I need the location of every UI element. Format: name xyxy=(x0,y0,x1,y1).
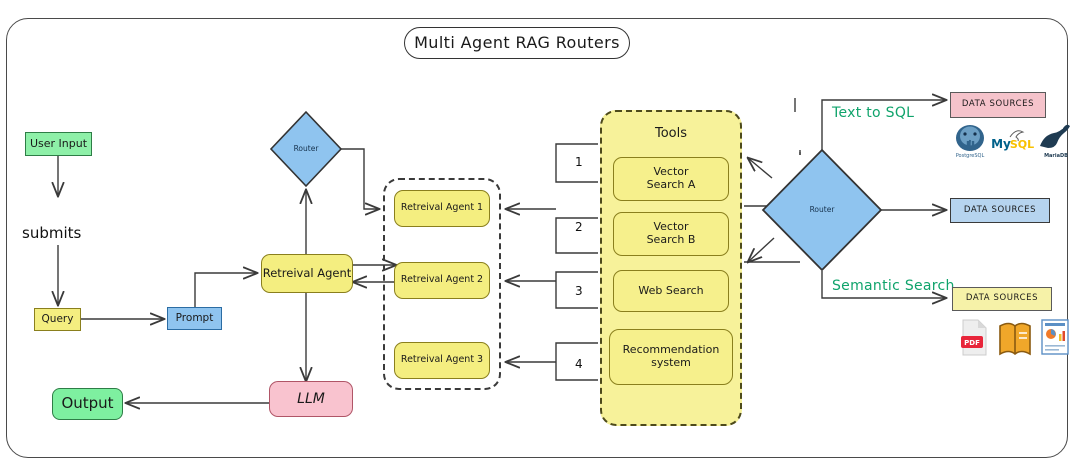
retrieval-agent-1-node[interactable]: Retreival Agent 1 xyxy=(394,190,490,227)
tool-label-line-1: Recommendation xyxy=(622,343,720,357)
prompt-node[interactable]: Prompt xyxy=(167,307,222,330)
router-left-label: Router xyxy=(293,143,319,153)
report-chart-icon xyxy=(1041,319,1069,355)
data-sources-mid-box[interactable]: DATA SOURCES xyxy=(950,198,1050,223)
svg-text:PDF: PDF xyxy=(964,339,980,347)
mysql-logo-icon: My SQL xyxy=(991,130,1034,151)
connector-number-1: 1 xyxy=(575,155,583,169)
pdf-file-icon: PDF xyxy=(961,319,987,356)
data-sources-docs-box[interactable]: DATA SOURCES xyxy=(952,287,1052,311)
router-right-label: Router xyxy=(809,204,835,214)
mariadb-logo-icon: MariaDB xyxy=(1040,124,1070,159)
semantic-search-label: Semantic Search xyxy=(832,278,955,294)
tool-label-line-2: system xyxy=(651,356,691,369)
postgresql-logo-icon: PostgreSQL xyxy=(956,125,985,159)
router-left-diamond[interactable] xyxy=(269,110,343,188)
svg-text:My: My xyxy=(991,137,1011,151)
tool-label-line-1: Vector xyxy=(653,220,689,234)
open-book-icon xyxy=(999,322,1031,356)
router-right-diamond[interactable] xyxy=(761,148,883,272)
tool-web-search[interactable]: Web Search xyxy=(613,270,729,312)
tool-vector-search-b[interactable]: Vector Search B xyxy=(613,212,729,256)
svg-text:MariaDB: MariaDB xyxy=(1044,153,1068,159)
retrieval-agent-2-node[interactable]: Retreival Agent 2 xyxy=(394,262,490,299)
tool-vector-search-a[interactable]: Vector Search A xyxy=(613,157,729,201)
text-to-sql-label: Text to SQL xyxy=(832,105,915,121)
tools-panel-title: Tools xyxy=(654,125,688,141)
tool-recommendation-system[interactable]: Recommendation system xyxy=(609,329,733,385)
diagram-outer-frame xyxy=(6,18,1068,458)
svg-text:PostgreSQL: PostgreSQL xyxy=(956,153,985,159)
retrieval-agents-group xyxy=(383,178,501,390)
llm-node[interactable]: LLM xyxy=(269,381,353,417)
retrieval-agent-3-node[interactable]: Retreival Agent 3 xyxy=(394,342,490,379)
tool-label-line-1: Vector xyxy=(653,165,689,179)
tool-label-line-2: Search A xyxy=(646,178,696,191)
output-node[interactable]: Output xyxy=(52,388,123,420)
submits-label: submits xyxy=(22,224,82,242)
connector-number-3: 3 xyxy=(575,284,583,298)
query-node[interactable]: Query xyxy=(34,308,81,331)
svg-text:SQL: SQL xyxy=(1010,138,1034,151)
retrieval-agent-node[interactable]: Retreival Agent xyxy=(261,254,353,293)
tool-label-line-2: Search B xyxy=(646,233,696,246)
user-input-node[interactable]: User Input xyxy=(25,132,92,156)
page-title: Multi Agent RAG Routers xyxy=(404,27,630,59)
connector-number-2: 2 xyxy=(575,220,583,234)
data-sources-sql-box[interactable]: DATA SOURCES xyxy=(950,92,1046,118)
connector-number-4: 4 xyxy=(575,357,583,371)
